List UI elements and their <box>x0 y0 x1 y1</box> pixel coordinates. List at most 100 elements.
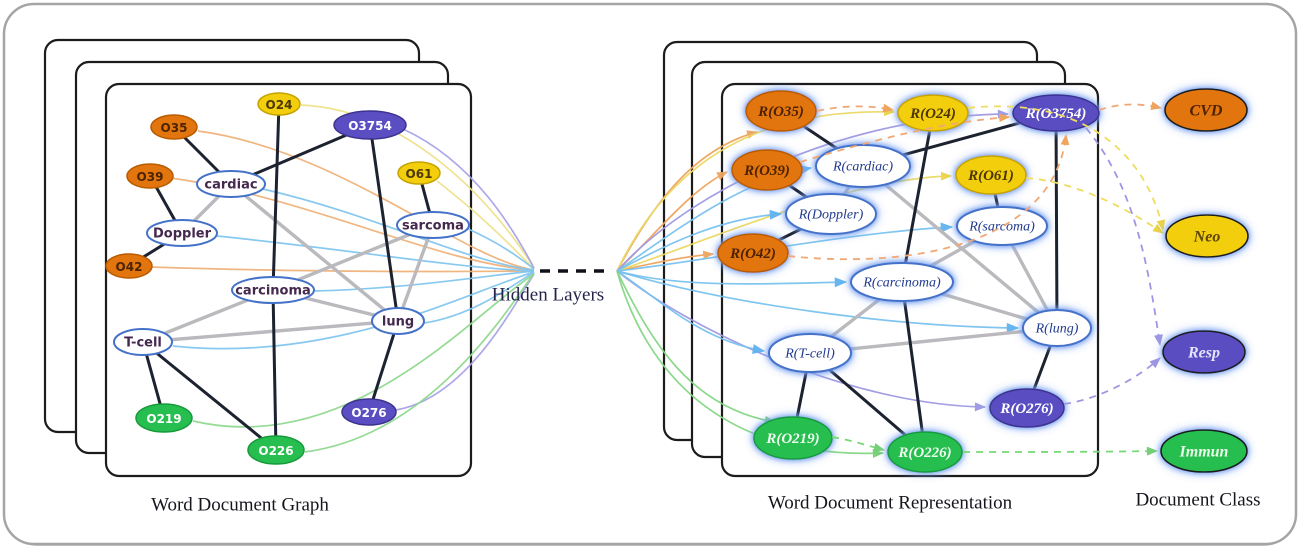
rep-node-R-O35: R(O35) <box>745 90 817 132</box>
flow-curve <box>436 180 535 270</box>
node-ellipse <box>333 110 407 140</box>
node-ellipse <box>850 262 954 302</box>
word-node-sarcoma: sarcoma <box>396 211 470 239</box>
dashed-arrow <box>967 105 1166 232</box>
edge <box>271 103 281 291</box>
document-class-nodes: CVD Neo Resp Immun <box>1160 88 1249 473</box>
rep-node-R-carcinoma: R(carcinoma) <box>850 262 954 302</box>
node-ellipse <box>196 170 266 198</box>
rep-node-R-Doppler: R(Doppler) <box>785 193 877 235</box>
node-label: R(cardiac) <box>832 160 893 175</box>
node-label: R(O226) <box>897 445 951 461</box>
dashed-arrow <box>1025 177 1164 234</box>
edge <box>1054 112 1059 329</box>
node-ellipse <box>768 333 852 373</box>
class-node-Neo: Neo <box>1165 214 1249 258</box>
node-ellipse <box>989 388 1065 428</box>
node-ellipse <box>371 307 425 335</box>
node-ellipse <box>1022 309 1092 347</box>
dashed-arrow <box>816 103 895 113</box>
node-ellipse <box>717 233 789 273</box>
node-label: R(O276) <box>999 401 1053 417</box>
node-ellipse <box>150 114 198 140</box>
node-label: cardiac <box>204 178 257 193</box>
rep-node-R-lung: R(lung) <box>1022 309 1092 347</box>
doc-node-O226: O226 <box>247 435 305 465</box>
node-ellipse <box>1164 88 1248 132</box>
node-label: R(O39) <box>743 163 790 179</box>
flow-arrow <box>616 270 766 355</box>
doc-node-O276: O276 <box>341 398 397 426</box>
word-node-lung: lung <box>371 307 425 335</box>
class-node-Immun: Immun <box>1160 429 1248 473</box>
node-label: R(O42) <box>729 246 776 262</box>
node-label: R(O61) <box>967 168 1014 184</box>
right-panel-caption: Word Document Representation <box>768 493 1013 514</box>
edge <box>368 124 400 322</box>
node-ellipse <box>955 155 1027 195</box>
class-node-Resp: Resp <box>1162 330 1246 374</box>
doc-node-O35: O35 <box>150 114 198 140</box>
node-ellipse <box>396 211 470 239</box>
node-label: R(O219) <box>765 431 819 447</box>
flow-arrow <box>616 270 848 288</box>
left-graph-nodes: O35 O39 O42 O24 O61 O3754 O276 O219 O226… <box>105 92 470 465</box>
node-label: O226 <box>258 444 293 458</box>
edge <box>142 340 277 452</box>
dashed-arrow <box>787 133 1070 261</box>
node-label: O24 <box>266 98 293 112</box>
node-label: Doppler <box>153 227 212 242</box>
rep-node-R-sarcoma: R(sarcoma) <box>956 206 1048 246</box>
flow-curve <box>216 235 535 272</box>
hidden-layers-label: Hidden Layers <box>492 285 604 306</box>
node-ellipse <box>135 403 193 433</box>
node-label: R(lung) <box>1035 322 1079 337</box>
doc-node-O42: O42 <box>105 253 153 279</box>
flow-arrow <box>616 270 777 425</box>
left-panel-caption: Word Document Graph <box>151 495 329 516</box>
node-ellipse <box>397 161 441 185</box>
flow-arrow <box>616 209 783 272</box>
node-ellipse <box>1165 214 1249 258</box>
class-node-CVD: CVD <box>1164 88 1248 132</box>
dashed-arrow <box>1063 357 1161 405</box>
edge <box>142 319 399 344</box>
rep-node-R-O61: R(O61) <box>955 155 1027 195</box>
node-label: R(Doppler) <box>798 208 864 223</box>
flow-curve <box>465 227 535 270</box>
flow-curve <box>423 271 535 324</box>
edge <box>367 320 400 413</box>
node-label: R(O24) <box>909 106 956 122</box>
doc-node-O39: O39 <box>126 163 174 189</box>
rep-node-R-O3754: R(O3754) <box>1012 94 1100 132</box>
word-node-carcinoma: carcinoma <box>231 276 315 304</box>
rep-node-R-O24: R(O24) <box>897 94 969 132</box>
node-label: O3754 <box>348 119 392 133</box>
node-ellipse <box>887 431 963 473</box>
hidden-layer-input-curves <box>150 104 535 453</box>
flow-curve <box>402 128 535 269</box>
rep-node-R-O276: R(O276) <box>989 388 1065 428</box>
flow-arrow <box>616 107 896 272</box>
edge <box>271 289 278 451</box>
inference-dashed-arrows <box>787 101 1166 456</box>
node-ellipse <box>113 328 173 356</box>
rep-node-R-O39: R(O39) <box>731 149 803 191</box>
node-label: R(O35) <box>757 104 804 120</box>
doc-node-O24: O24 <box>257 92 301 116</box>
flow-arrow <box>616 270 1020 333</box>
node-ellipse <box>1012 94 1100 132</box>
flow-curve <box>197 130 535 271</box>
flow-curve <box>304 272 535 453</box>
doc-node-O3754: O3754 <box>333 110 407 140</box>
node-label: sarcoma <box>402 219 464 234</box>
document-class-caption: Document Class <box>1135 490 1260 511</box>
node-ellipse <box>341 398 397 426</box>
flow-curve <box>312 270 535 292</box>
node-ellipse <box>257 92 301 116</box>
word-node-T-cell: T-cell <box>113 328 173 356</box>
node-ellipse <box>1162 330 1246 374</box>
node-label: Neo <box>1193 229 1221 246</box>
edge <box>861 164 1059 330</box>
